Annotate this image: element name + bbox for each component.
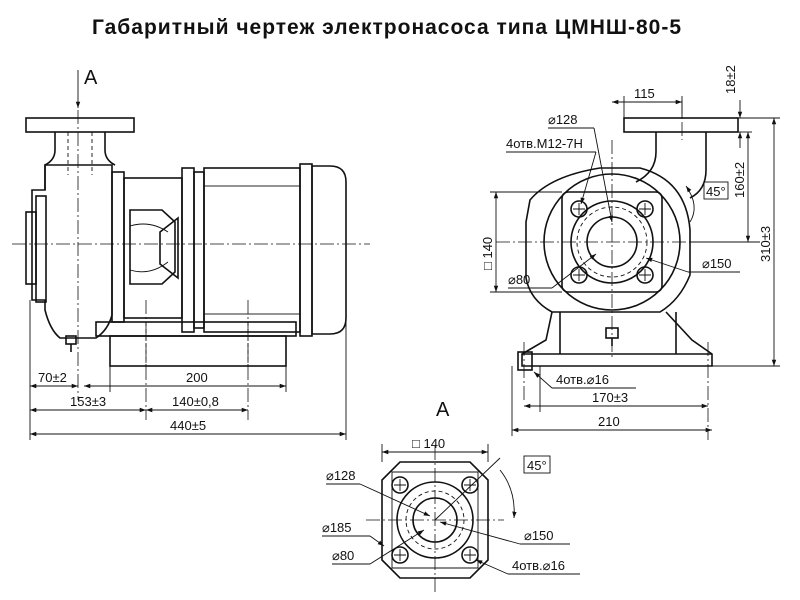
- view-a-title: А: [436, 399, 450, 421]
- dim-4holes-d16-flange: 4отв.⌀16: [512, 558, 565, 573]
- dim-115: 115: [634, 86, 655, 101]
- flange-view-a: А □ 140 45° ⌀128 ⌀185: [322, 399, 580, 594]
- dim-310: 310±3: [758, 226, 773, 262]
- dim-210: 210: [598, 414, 620, 429]
- dim-d150-front: ⌀150: [702, 256, 732, 271]
- dim-45-flange: 45°: [527, 458, 547, 473]
- drawing-title: Габаритный чертеж электронасоса типа ЦМН…: [92, 16, 682, 39]
- side-view: А: [12, 67, 370, 440]
- dim-170: 170±3: [592, 390, 628, 405]
- dim-d128-flange: ⌀128: [326, 468, 356, 483]
- dim-d185-flange: ⌀185: [322, 520, 352, 535]
- dim-sq140-flange: □ 140: [412, 436, 445, 451]
- dim-18: 18±2: [723, 65, 738, 94]
- dim-d150-flange: ⌀150: [524, 528, 554, 543]
- dim-d128: ⌀128: [548, 112, 578, 127]
- front-view: 115 18±2 160±2 310±3 ⌀128 4отв.М12-7Н 45…: [480, 65, 780, 440]
- dim-d80-front: ⌀80: [508, 272, 530, 287]
- dim-440: 440±5: [170, 418, 206, 433]
- dim-140: 140±0,8: [172, 394, 219, 409]
- dim-70: 70±2: [38, 370, 67, 385]
- dim-153: 153±3: [70, 394, 106, 409]
- dim-45-front: 45°: [706, 184, 726, 199]
- dim-160: 160±2: [732, 162, 747, 198]
- front-bolt-holes: [570, 200, 654, 284]
- dim-sq140-front: □ 140: [480, 237, 495, 270]
- dim-4holes-m12: 4отв.М12-7Н: [506, 136, 583, 151]
- dim-200: 200: [186, 370, 208, 385]
- dim-d80-flange: ⌀80: [332, 548, 354, 563]
- view-a-marker: А: [84, 67, 98, 89]
- flange-bolt-holes: [391, 476, 479, 564]
- dim-4holes-d16-front: 4отв.⌀16: [556, 372, 609, 387]
